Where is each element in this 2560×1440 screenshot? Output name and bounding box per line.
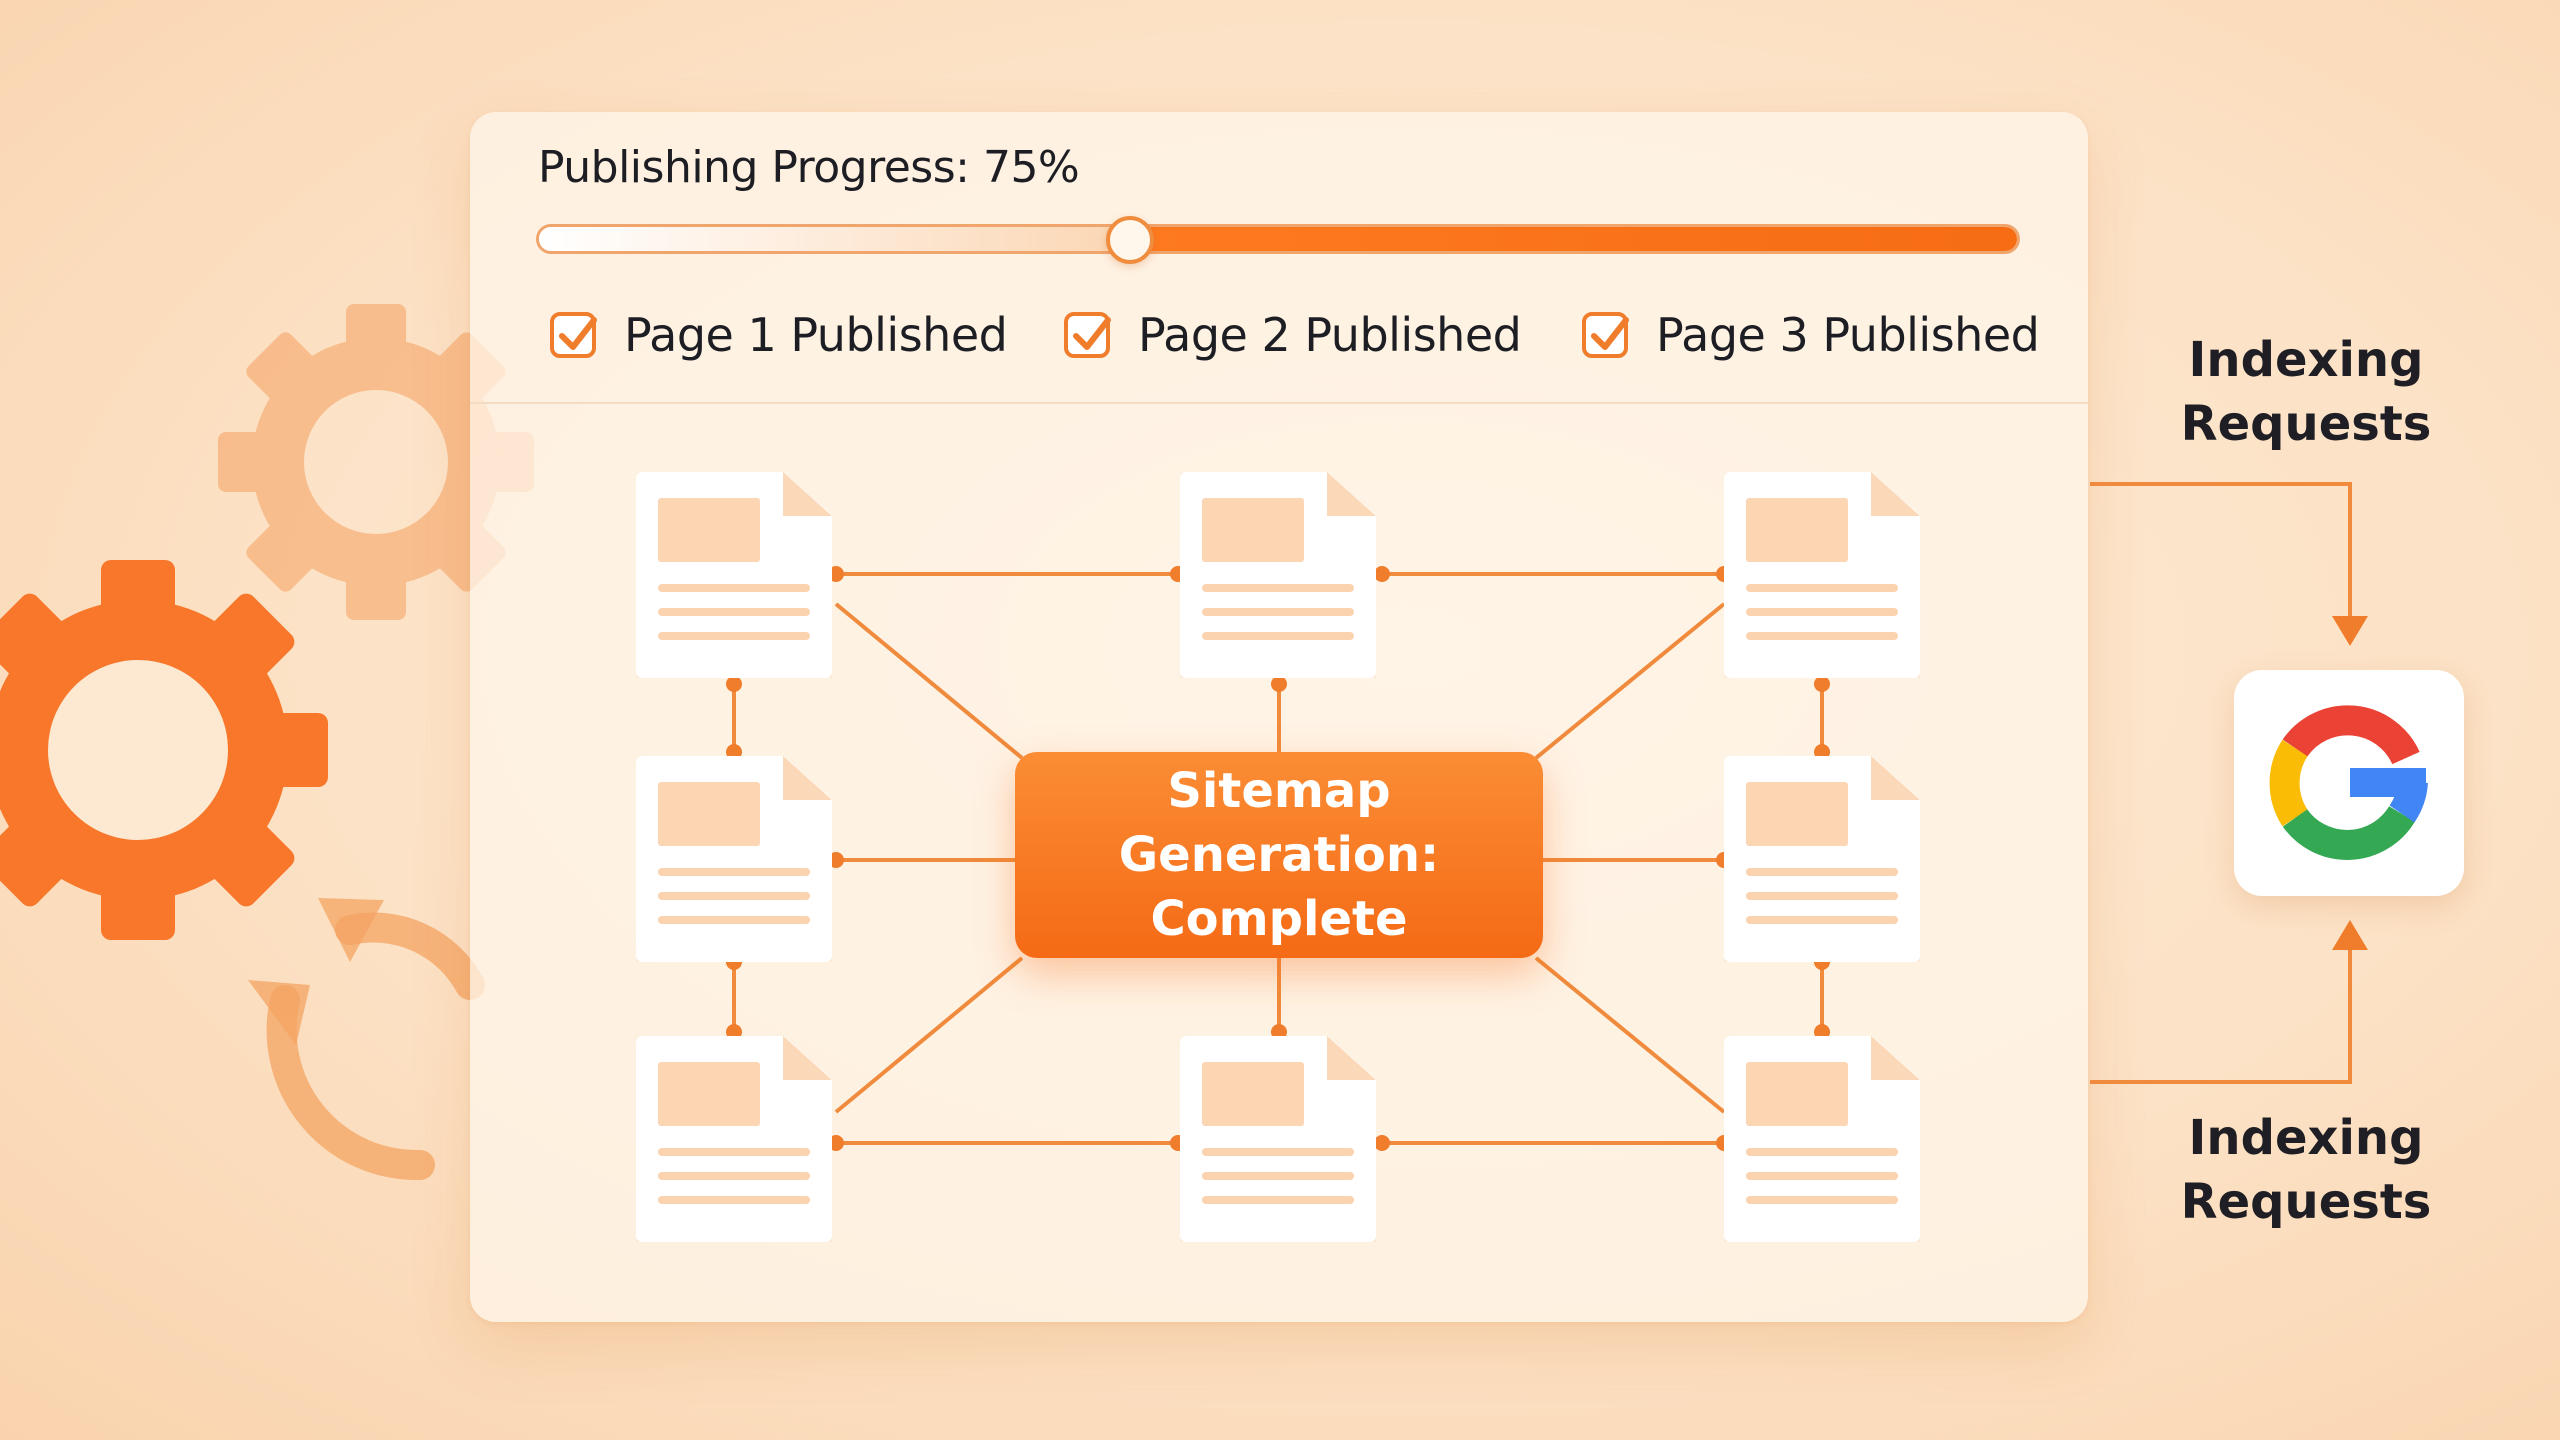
sitemap-status-line-1: Sitemap Generation: xyxy=(1118,763,1440,883)
document-icon xyxy=(1724,1036,1920,1242)
checkbox-icon[interactable] xyxy=(1064,312,1111,358)
indexing-label-bottom-line-2: Requests xyxy=(2180,1174,2432,1230)
google-logo xyxy=(2269,705,2428,860)
progress-label: Publishing Progress: 75% xyxy=(538,142,1080,193)
checklist-item-label: Page 1 Published xyxy=(624,308,1008,362)
document-icon xyxy=(636,1036,832,1242)
document-icon xyxy=(1724,756,1920,962)
indexing-label-bottom-line-1: Indexing xyxy=(2188,1110,2424,1166)
indexing-label-top-line-2: Requests xyxy=(2180,396,2432,452)
checklist-item-page-1[interactable]: Page 1 Published xyxy=(550,300,1008,370)
document-icon xyxy=(636,472,832,678)
checkbox-icon[interactable] xyxy=(1582,312,1629,358)
checklist-item-page-2[interactable]: Page 2 Published xyxy=(1064,300,1522,370)
document-icon xyxy=(636,756,832,962)
refresh-icon xyxy=(266,912,485,1181)
checklist-item-label: Page 2 Published xyxy=(1138,308,1522,362)
progress-track-after xyxy=(1133,227,2017,251)
checklist-item-label: Page 3 Published xyxy=(1656,308,2040,362)
google-tile[interactable] xyxy=(2234,670,2464,896)
sitemap-status-line-2: Complete xyxy=(1150,891,1408,947)
indexing-label-top: Indexing Requests xyxy=(2156,328,2456,456)
checkbox-icon[interactable] xyxy=(550,312,597,358)
progress-track[interactable] xyxy=(536,224,2020,254)
document-icon xyxy=(1180,472,1376,678)
progress-thumb[interactable] xyxy=(1106,216,1154,264)
indexing-label-top-line-1: Indexing xyxy=(2188,332,2424,388)
checklist-item-page-3[interactable]: Page 3 Published xyxy=(1582,300,2040,370)
gear-icon xyxy=(0,560,328,940)
indexing-label-bottom: Indexing Requests xyxy=(2156,1106,2456,1234)
gear-icon xyxy=(218,304,534,620)
refresh-arrowheads xyxy=(248,898,384,1045)
panel-divider xyxy=(470,402,2088,404)
sitemap-status-box: Sitemap Generation: Complete xyxy=(1015,752,1543,958)
progress-track-before xyxy=(539,227,1133,251)
document-icon xyxy=(1180,1036,1376,1242)
document-icon xyxy=(1724,472,1920,678)
